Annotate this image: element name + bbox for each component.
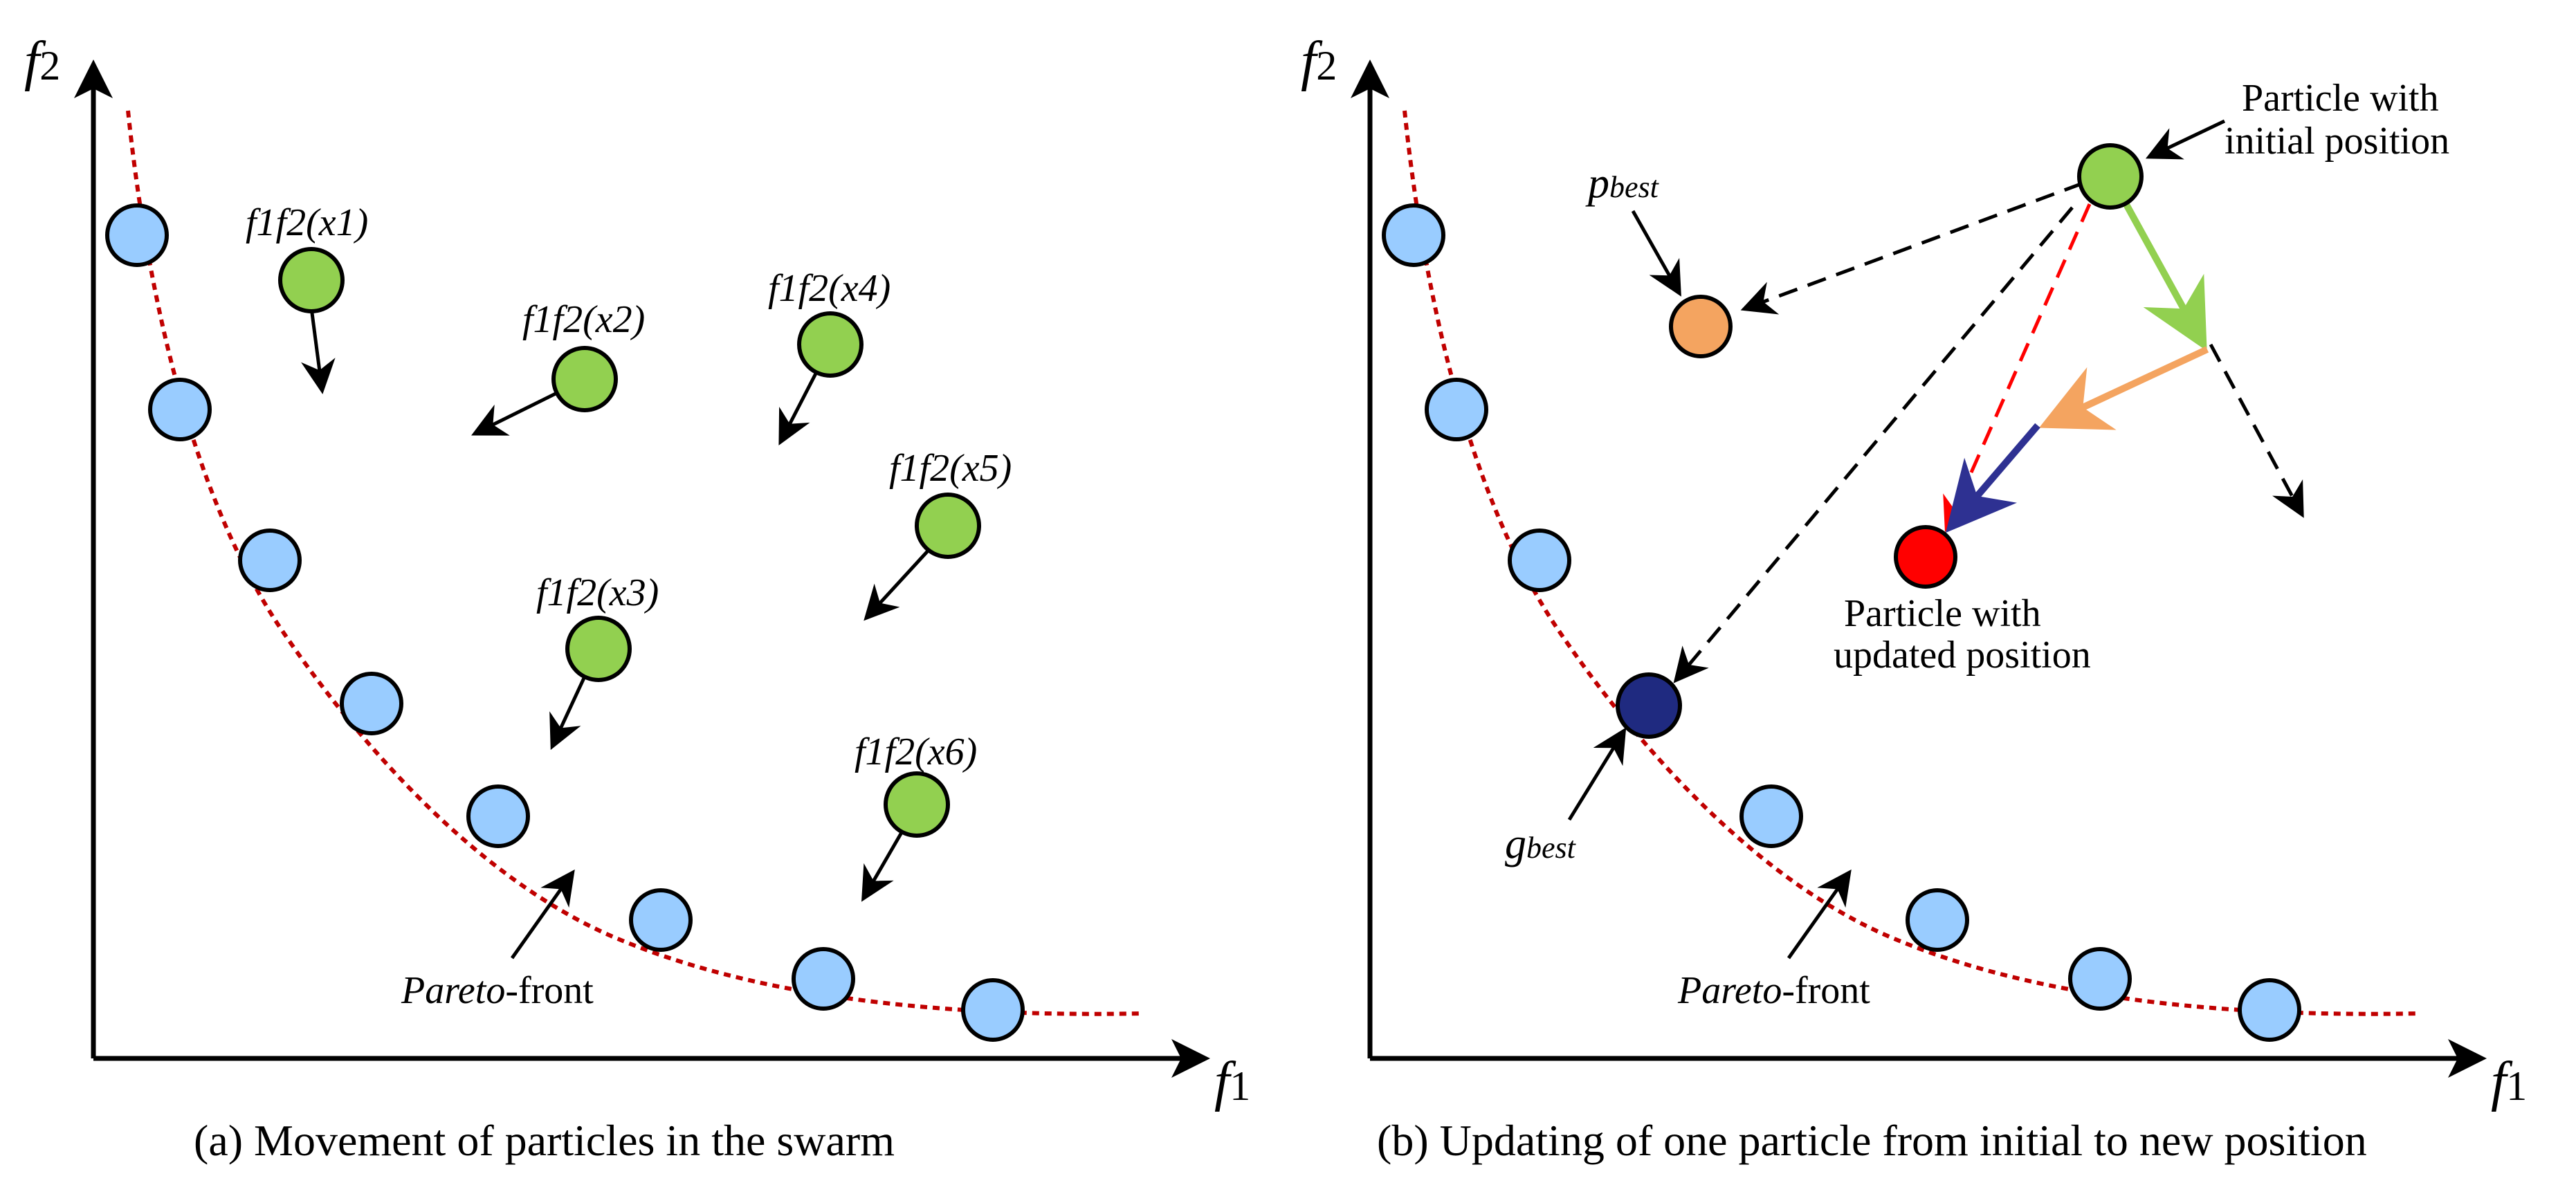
inertia-extension-arrow	[2209, 343, 2304, 518]
social-vector-arrow	[1945, 423, 2040, 533]
particle-label: f1f2(x3)	[536, 571, 659, 614]
panel-a: f2 f1 f1f2(x1) f1f2(x2)	[24, 31, 1250, 1165]
pbest-node	[1669, 295, 1733, 358]
initial-position-label-line2: initial position	[2225, 120, 2449, 163]
panel-b: f2 f1 pbest gbest	[1301, 31, 2527, 1165]
front-node	[1508, 529, 1571, 592]
front-node	[238, 529, 302, 592]
front-node	[340, 672, 403, 735]
updated-position-label-line1: Particle with	[1844, 592, 2041, 635]
initial-pointer-arrow	[2145, 119, 2226, 160]
pareto-front-curve	[126, 110, 1142, 1016]
particle-x6: f1f2(x6)	[855, 731, 977, 902]
front-node	[629, 888, 693, 952]
front-node	[961, 978, 1025, 1042]
front-node	[792, 947, 855, 1011]
pareto-pointer-arrow	[510, 869, 575, 959]
velocity-arrow	[549, 675, 587, 751]
pbest-label: pbest	[1585, 160, 1660, 207]
front-node	[1739, 784, 1803, 848]
velocity-arrow	[778, 371, 819, 445]
particle-node	[278, 247, 345, 313]
particle-label: f1f2(x1)	[246, 201, 368, 244]
front-node	[1382, 203, 1445, 267]
velocity-arrow	[301, 307, 336, 394]
particle-label: f1f2(x4)	[768, 267, 890, 310]
cognitive-vector-arrow	[2038, 346, 2209, 430]
particle-node	[797, 311, 864, 378]
to-pbest-arrow	[1740, 181, 2083, 315]
gbest-node	[1616, 672, 1682, 739]
particle-node	[551, 346, 618, 412]
inertia-vector-arrow	[2121, 199, 2207, 351]
front-node	[2068, 947, 2132, 1011]
initial-position-label-line1: Particle with	[2242, 77, 2439, 120]
updated-particle-node	[1894, 525, 1957, 589]
velocity-arrow	[861, 829, 905, 902]
front-node	[1906, 888, 1969, 952]
pareto-front-label: Pareto-front	[401, 969, 594, 1012]
particle-node	[915, 493, 981, 559]
pareto-pointer-arrow	[1787, 869, 1852, 959]
velocity-arrow	[864, 546, 932, 621]
particle-node	[565, 616, 632, 682]
caption-b: (b) Updating of one particle from initia…	[1377, 1116, 2367, 1165]
gbest-label: gbest	[1505, 820, 1577, 867]
front-node	[148, 378, 212, 441]
y-axis-label: f2	[24, 31, 60, 92]
particle-x3: f1f2(x3)	[536, 571, 659, 751]
updated-position-label-line2: updated position	[1834, 634, 2091, 677]
particle-x5: f1f2(x5)	[864, 447, 1012, 621]
particle-label: f1f2(x5)	[889, 447, 1012, 490]
particle-x1: f1f2(x1)	[246, 201, 368, 394]
resultant-arrow	[1943, 203, 2092, 533]
y-axis-label: f2	[1301, 31, 1337, 92]
x-axis-label: f1	[1214, 1051, 1250, 1112]
particle-x2: f1f2(x2)	[471, 298, 645, 436]
front-node	[105, 203, 169, 267]
pbest-pointer-arrow	[1631, 210, 1681, 297]
pareto-front-label: Pareto-front	[1677, 969, 1870, 1012]
velocity-arrow	[471, 391, 558, 436]
caption-a: (a) Movement of particles in the swarm	[194, 1116, 895, 1165]
pareto-front-nodes	[1382, 203, 2301, 1042]
particle-node	[884, 771, 950, 838]
front-node	[2238, 978, 2301, 1042]
gbest-pointer-arrow	[1567, 727, 1627, 821]
pareto-front-curve	[1403, 110, 2419, 1016]
x-axis-label: f1	[2491, 1051, 2527, 1112]
pareto-front-nodes	[105, 203, 1025, 1042]
initial-particle-node	[2077, 143, 2144, 210]
particle-x4: f1f2(x4)	[768, 267, 890, 445]
to-gbest-arrow	[1673, 206, 2074, 683]
particle-label: f1f2(x2)	[522, 298, 645, 341]
front-node	[1425, 378, 1488, 441]
front-node	[466, 784, 530, 848]
particle-label: f1f2(x6)	[855, 731, 977, 773]
